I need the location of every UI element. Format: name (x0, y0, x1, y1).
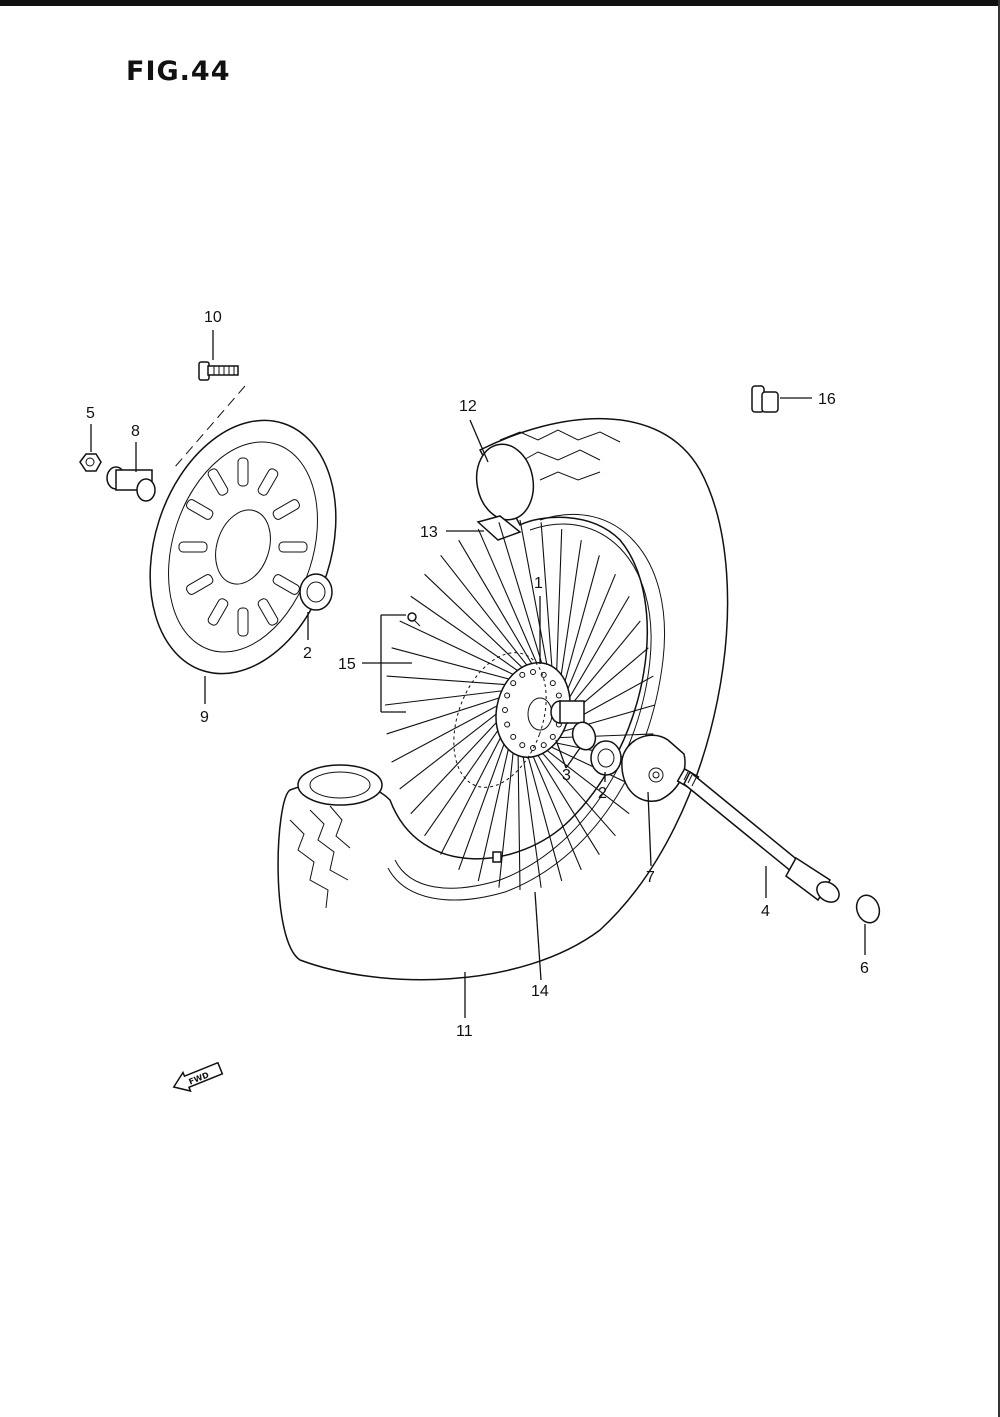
disc-slot (186, 499, 214, 520)
axle-collar (106, 466, 156, 502)
callout-5: 5 (86, 405, 95, 422)
disc-bolt (198, 361, 239, 381)
right-border (998, 0, 1000, 1417)
disc-slot (186, 574, 214, 595)
callout-12: 12 (459, 398, 477, 415)
fwd-label: FWD (187, 1070, 210, 1086)
callout-14: 14 (531, 983, 549, 1000)
wheel-spoke (477, 528, 548, 688)
wheel-spoke (525, 739, 582, 871)
valve-cap (751, 385, 779, 413)
callout-2-left: 2 (303, 645, 312, 662)
wheel-spoke (391, 694, 517, 763)
hub-spoke-hole (519, 671, 526, 678)
disc-slot (272, 499, 300, 520)
top-border (0, 0, 1000, 6)
bearing-left (299, 573, 333, 611)
wheel-spoke (410, 595, 535, 683)
wheel-spoke (399, 620, 531, 684)
callout-1: 1 (534, 575, 543, 592)
disc-slot (178, 541, 208, 553)
forward-direction-arrow: FWD (172, 1061, 224, 1093)
callout-8: 8 (131, 423, 140, 440)
hub-spacer (550, 700, 597, 751)
wheel-spoke (440, 554, 542, 684)
axle-cap (855, 894, 881, 924)
disc-slot (237, 607, 249, 637)
wheel-spoke (528, 740, 600, 855)
bolt-centerline (173, 385, 246, 469)
wheel-spoke (545, 733, 654, 739)
hub-spoke-hole (510, 733, 517, 740)
hub-spoke-hole (504, 721, 511, 728)
hub-spoke-hole (519, 742, 526, 749)
leader-lines (90, 330, 866, 1018)
wheel-spoke (391, 647, 528, 685)
callout-10: 10 (204, 309, 222, 326)
disc-slot (237, 457, 249, 487)
disc-nut (79, 453, 102, 472)
wheel-spoke (458, 539, 545, 685)
disc-slot (257, 598, 279, 626)
wheel-spoke (424, 573, 538, 683)
wheel-assembly (277, 417, 729, 981)
hub-spoke-hole (504, 692, 511, 699)
wheel-spoke (386, 691, 519, 735)
callout-4: 4 (761, 903, 770, 920)
callout-3: 3 (562, 767, 571, 784)
brake-disc (149, 419, 337, 675)
callout-2-right: 2 (598, 785, 607, 802)
spoke-nipple (407, 612, 421, 627)
disc-slot (272, 574, 300, 595)
wheel-spoke (386, 675, 525, 687)
wheel-spoke (522, 736, 563, 882)
wheel-spoke (517, 730, 521, 891)
callout-16: 16 (818, 391, 836, 408)
hub-spoke-hole (530, 669, 536, 675)
wheel-spoke (539, 740, 641, 790)
hub-spoke-hole (549, 680, 556, 687)
figure-title: FIG.44 (126, 56, 231, 87)
callout-15: 15 (338, 656, 356, 673)
bearing-right (590, 740, 622, 776)
hub-spoke-hole (540, 742, 547, 749)
hub-spoke-hole (540, 671, 547, 678)
hub-spoke-hole (555, 692, 562, 699)
callout-11: 11 (456, 1023, 473, 1040)
disc-slot (207, 468, 229, 496)
wheel-spoke (548, 704, 656, 737)
hub-spoke-hole (549, 733, 556, 740)
disc-slot (257, 468, 279, 496)
hub-spoke-hole (530, 745, 536, 751)
callout-9: 9 (200, 709, 209, 726)
wheel-spoke (498, 522, 551, 691)
disc-slot (278, 541, 308, 553)
hub-spoke-hole (510, 680, 517, 687)
hub-spoke-hole (502, 707, 508, 713)
wheel-spoke (519, 734, 542, 888)
wheel-spoke (535, 741, 630, 815)
wheel-spoke (532, 741, 616, 837)
callout-13: 13 (420, 524, 438, 541)
wheel-spoke (384, 687, 522, 706)
callout-labels: 10 5 8 2 9 12 13 1 15 3 2 7 4 6 14 11 16 (86, 309, 869, 1040)
front-axle (676, 767, 840, 903)
callout-7: 7 (646, 869, 655, 886)
callout-6: 6 (860, 960, 869, 977)
disc-slot (207, 598, 229, 626)
